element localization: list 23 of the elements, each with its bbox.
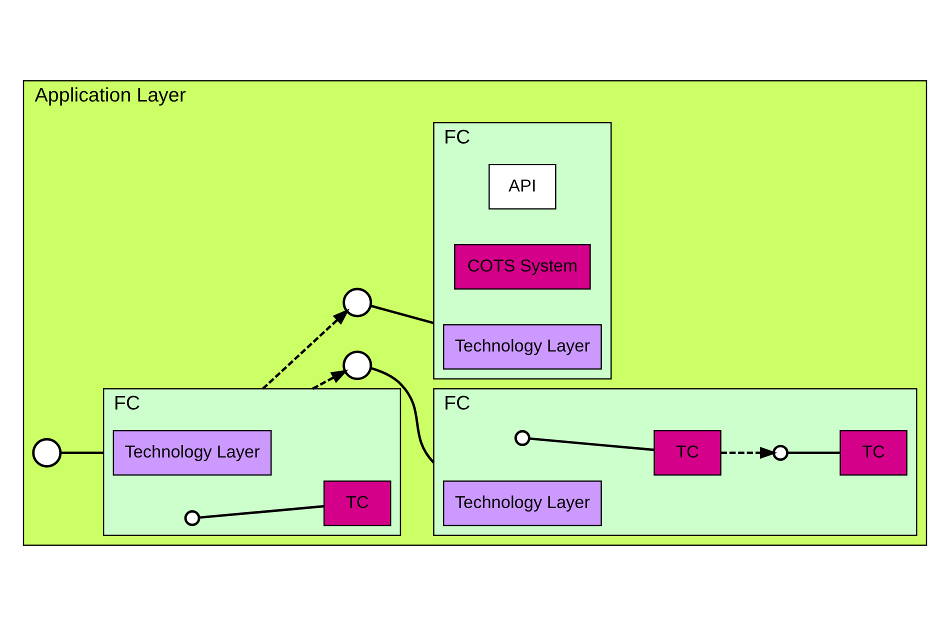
connector — [370, 366, 435, 464]
arrow — [312, 370, 348, 390]
node-circle — [514, 430, 530, 446]
node-circle — [772, 444, 789, 461]
arrow — [720, 446, 778, 459]
node-box: TC — [654, 430, 722, 476]
connector — [199, 505, 324, 519]
connector — [370, 304, 434, 324]
node-circle — [184, 510, 200, 526]
node-box: Technology Layer — [442, 324, 602, 370]
arrow — [262, 308, 350, 390]
node-box: COTS System — [454, 244, 591, 290]
node-circle — [32, 438, 62, 468]
node-box: TC — [323, 480, 392, 526]
node-box: Technology Layer — [442, 480, 602, 526]
connector — [788, 452, 840, 454]
node-box: API — [488, 164, 556, 210]
node-circle — [342, 288, 372, 318]
node-box: TC — [840, 430, 908, 476]
node-box: Technology Layer — [112, 430, 272, 476]
connector — [529, 437, 654, 452]
connector — [60, 452, 104, 454]
node-circle — [342, 350, 372, 380]
